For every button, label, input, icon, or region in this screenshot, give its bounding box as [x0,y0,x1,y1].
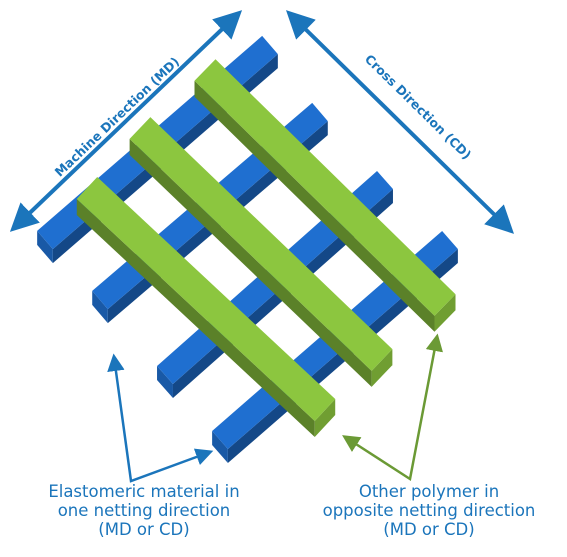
right-caption-pointer [342,333,443,482]
green-strand-2-side [129,138,372,387]
right-caption-line-2: opposite netting direction [322,501,536,520]
left-caption-line-3: (MD or CD) [98,520,190,539]
green-strand-1-end [314,399,336,437]
green-strand-3-end [434,294,456,332]
left-caption: Elastomeric material in one netting dire… [14,482,274,539]
green-strand-3-side [194,80,435,332]
green-strand-1-top [76,177,336,421]
right-caption-line-1: Other polymer in [358,482,500,501]
left-caption-line-2: one netting direction [57,501,231,520]
left-caption-pointer [107,353,214,483]
left-caption-line-1: Elastomeric material in [48,482,240,501]
cross-direction-arrow [286,10,514,234]
cross-direction-label: Cross Direction (CD) [362,51,474,162]
green-strands-group [76,59,456,437]
green-strand-2-top [129,117,393,371]
green-strand-3-top [194,59,456,316]
blue-strand-1-end [37,230,53,264]
blue-strand-4-end [212,430,228,464]
right-caption-line-3: (MD or CD) [383,520,475,539]
green-strand-1-side [76,198,315,437]
machine-direction-arrow [9,10,243,232]
blue-strand-2-end [92,290,108,324]
right-caption: Other polymer in opposite netting direct… [298,482,560,539]
